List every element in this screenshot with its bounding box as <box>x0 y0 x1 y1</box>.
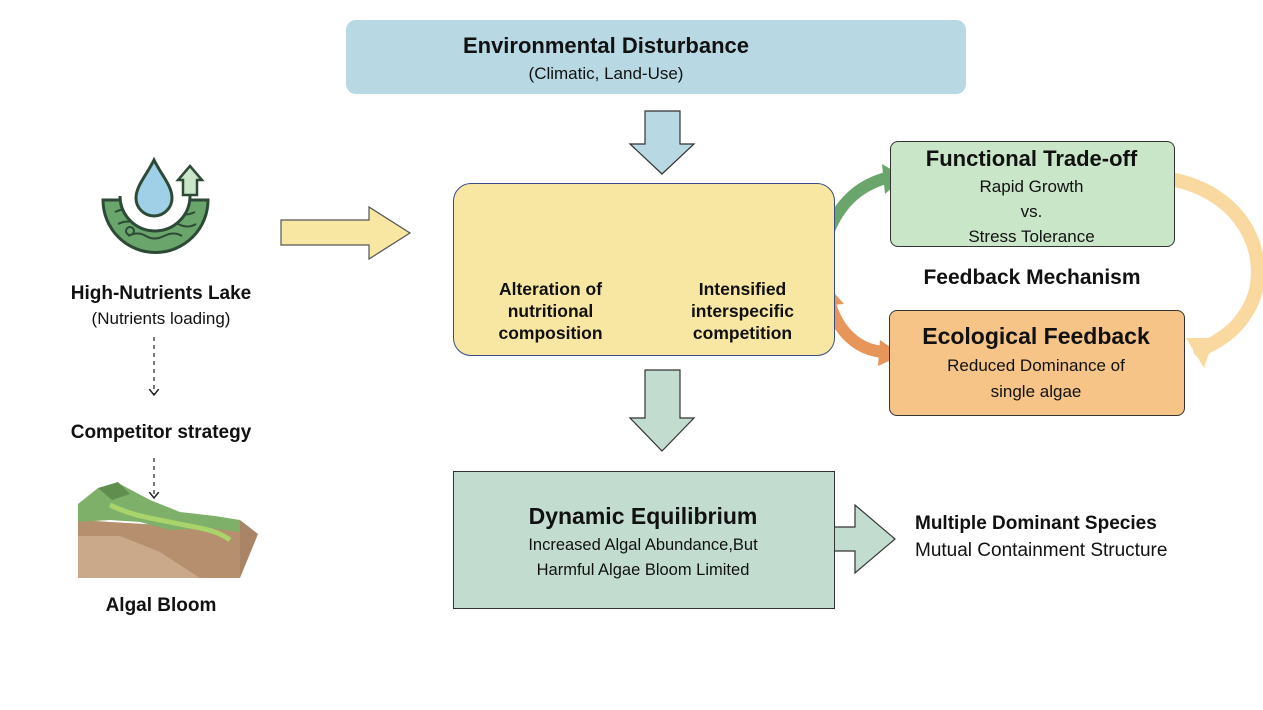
competition-text: Intensified interspecific competition <box>660 278 825 344</box>
functional-line-3: Stress Tolerance <box>968 227 1095 246</box>
nutritional-line-2: nutritional <box>507 301 594 321</box>
competition-line-3: competition <box>692 323 793 343</box>
environmental-disturbance-box <box>346 20 966 94</box>
ecological-feedback-title: Ecological Feedback <box>922 323 1150 349</box>
competitor-strategy-label: Competitor strategy <box>70 422 252 443</box>
down-arrow-top <box>628 110 696 175</box>
competition-line-2: interspecific <box>690 301 795 321</box>
outcome-line-2: Mutual Containment Structure <box>915 540 1168 561</box>
lake-title: High-Nutrients Lake <box>70 283 252 304</box>
functional-tradeoff-box <box>890 141 1175 247</box>
nutritional-alteration-text: Alteration of nutritional composition <box>468 278 633 344</box>
feedback-mechanism-label: Feedback Mechanism <box>923 266 1141 289</box>
water-drop-nutrient-icon <box>101 156 210 254</box>
environmental-disturbance-subtitle: (Climatic, Land-Use) <box>528 64 684 83</box>
ecological-line-2: single algae <box>990 382 1082 401</box>
dynamic-line-2: Harmful Algae Bloom Limited <box>536 561 750 579</box>
down-arrow-center <box>628 369 696 452</box>
nutritional-line-1: Alteration of <box>498 279 603 299</box>
environmental-disturbance-title: Environmental Disturbance <box>462 33 750 58</box>
dynamic-equilibrium-box <box>453 471 835 609</box>
dynamic-line-1: Increased Algal Abundance,But <box>528 536 758 554</box>
right-arrow-dynamic <box>832 503 896 575</box>
lake-subtitle: (Nutrients loading) <box>91 309 231 328</box>
curved-arrow-to-tradeoff <box>820 172 892 244</box>
curved-arrow-feedback <box>824 298 890 358</box>
ecological-line-1: Reduced Dominance of <box>947 356 1125 375</box>
outcome-line-1: Multiple Dominant Species <box>915 513 1157 534</box>
mechanism-box <box>453 183 835 356</box>
competition-line-1: Intensified <box>698 279 787 299</box>
functional-tradeoff-title: Functional Trade-off <box>925 146 1138 171</box>
nutritional-line-3: composition <box>498 323 603 343</box>
ecological-feedback-box <box>889 310 1185 416</box>
functional-line-1: Rapid Growth <box>979 177 1084 196</box>
algal-bloom-label: Algal Bloom <box>105 595 217 616</box>
feedback-loop-arrow <box>1168 173 1263 357</box>
right-arrow-lake <box>280 205 412 261</box>
landscape-icon <box>78 482 258 578</box>
dynamic-equilibrium-title: Dynamic Equilibrium <box>528 503 758 529</box>
functional-line-2: vs. <box>1020 202 1043 221</box>
